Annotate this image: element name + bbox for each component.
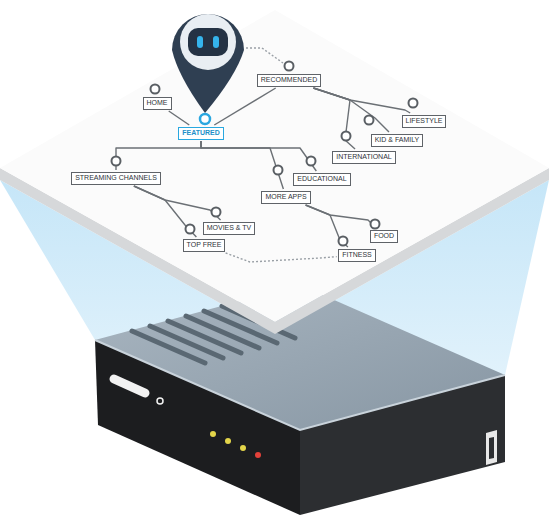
label-text: KID & FAMILY [375,136,420,144]
led [255,452,261,458]
node-dot [274,166,283,175]
label-text: FEATURED [182,129,220,137]
node-dot [365,116,374,125]
menu-label: FITNESS [338,249,376,262]
connector-group [214,88,275,125]
node-dot [342,132,351,141]
led [240,445,246,451]
label-text: RECOMMENDED [261,76,317,84]
menu-label: INTERNATIONAL [332,151,396,164]
tree-connector [306,205,376,228]
label-text: EDUCATIONAL [297,175,346,183]
button [157,398,163,404]
robot-head [188,28,228,56]
dotted-connector [226,253,337,262]
tree-connector [313,88,389,132]
menu-label: KID & FAMILY [371,134,424,147]
node-dot [409,99,418,108]
menu-label: HOME [143,97,172,110]
tree-connector [214,88,275,125]
connector-group [306,205,376,228]
menu-label: MOVIES & TV [203,222,256,235]
node-dot [371,220,380,229]
tree-connector [306,205,348,247]
usb-port-inner [489,437,494,459]
tree-connector [201,141,283,189]
node-dot [151,85,160,94]
node-dot [186,225,195,234]
menu-label: TOP FREE [183,239,226,252]
menu-label: MORE APPS [261,191,310,204]
featured-ring [200,114,210,124]
connector-group [226,253,337,262]
tree-connector [134,186,197,237]
menu-label: LIFESTYLE [402,115,447,128]
tree-connector [116,141,201,170]
label-text: FITNESS [342,251,372,259]
label-text: TOP FREE [187,241,222,249]
robot-eye [197,36,203,48]
connector-group [134,186,197,237]
node-dot [307,157,316,166]
connector-group [201,141,316,171]
usb-port [486,430,497,465]
connector-group [116,141,201,170]
menu-label: RECOMMENDED [257,74,321,87]
tree-connector [313,88,355,149]
connector-group [313,88,355,149]
node-dot [285,62,294,71]
box-front [95,340,300,515]
dotted-line [246,48,283,63]
label-text: INTERNATIONAL [336,153,392,161]
menu-label: STREAMING CHANNELS [71,172,161,185]
pin-face [180,14,236,70]
node-dot [212,208,221,217]
robot-eye [213,36,219,48]
led [210,431,216,437]
connector-group [201,141,283,189]
label-text: MORE APPS [265,193,306,201]
connector-group [169,111,190,125]
tree-connector [201,141,316,171]
menu-label: FOOD [370,230,398,243]
label-text: FOOD [374,232,394,240]
label-text: STREAMING CHANNELS [75,174,157,182]
connector-group [313,88,389,132]
connector-group [306,205,348,247]
menu-label: EDUCATIONAL [293,173,350,186]
node-dot [112,157,121,166]
disc-slot [114,379,145,393]
label-text: LIFESTYLE [406,117,443,125]
label-text: HOME [147,99,168,107]
node-dot [339,237,348,246]
box-side [300,375,505,515]
panel [0,10,549,322]
menu-label: FEATURED [178,127,224,140]
led [225,438,231,444]
box-bevel [95,340,505,430]
tree-connector [169,111,190,125]
map-pin [172,14,244,113]
label-text: MOVIES & TV [207,224,252,232]
